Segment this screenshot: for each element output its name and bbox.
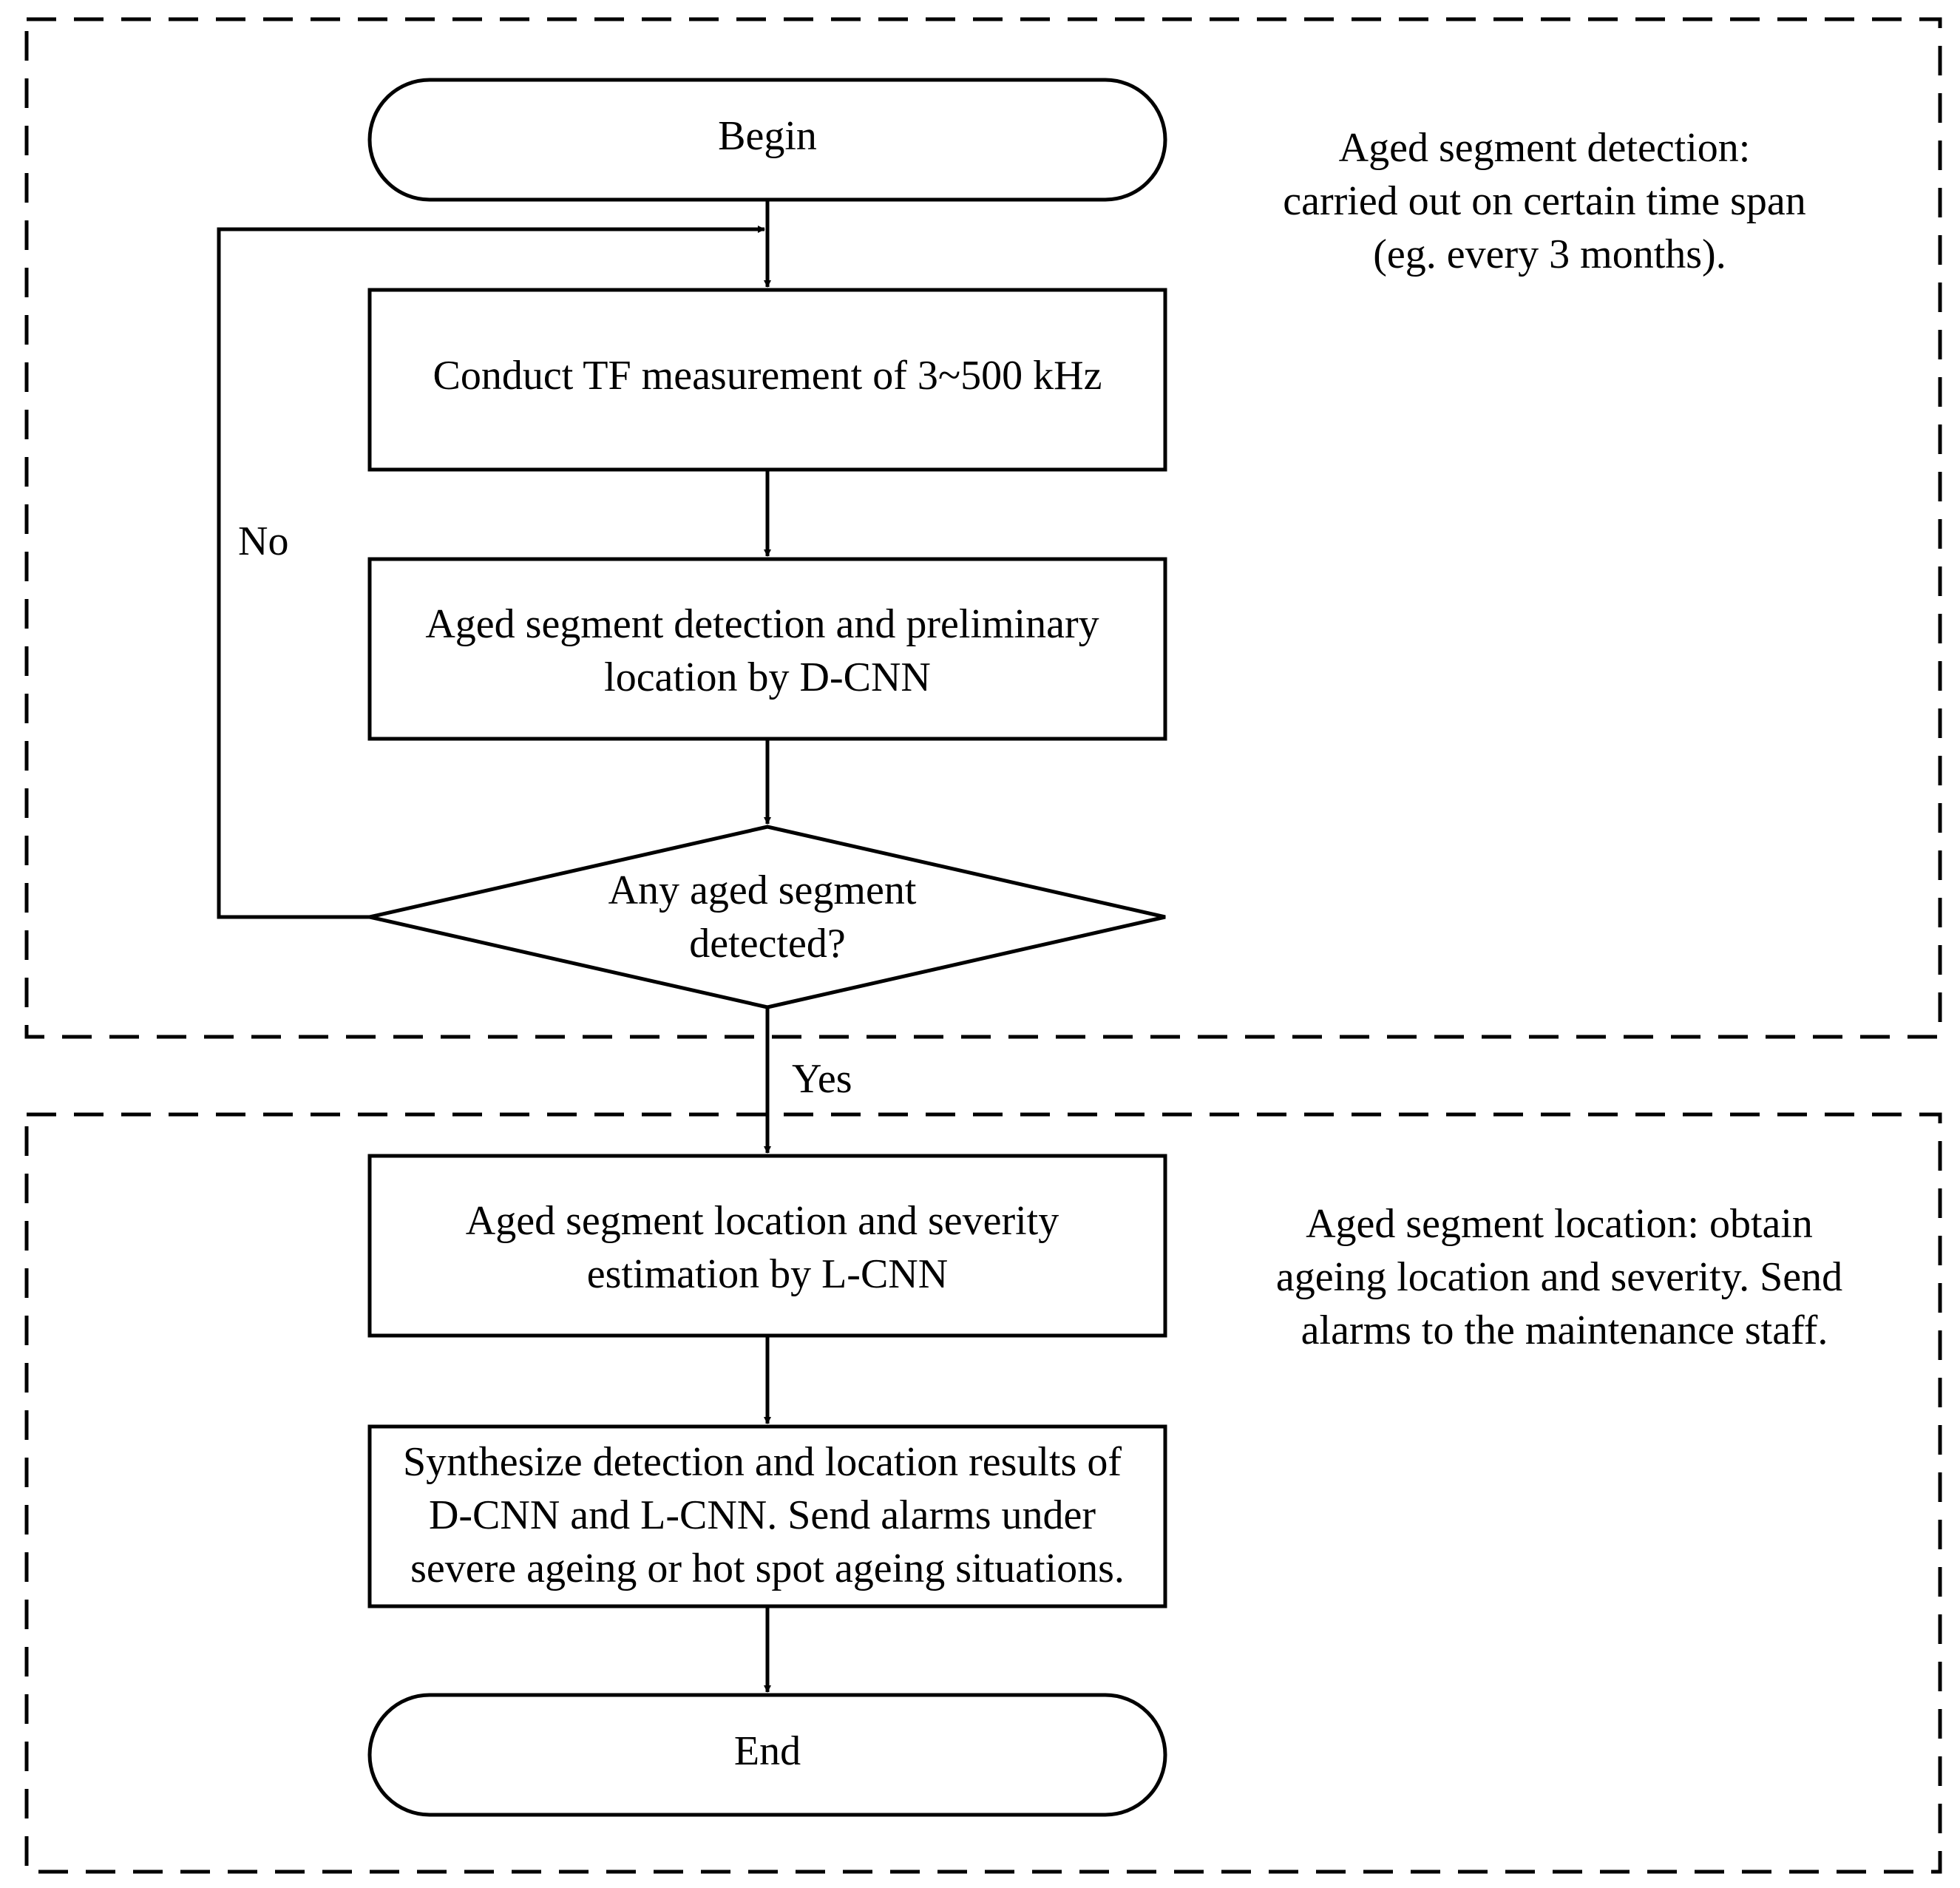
decision-line-2: detected? bbox=[689, 921, 845, 967]
synthesize-results-box bbox=[367, 1424, 1167, 1608]
dcnn-detection-line-1: Aged segment detection and preliminary bbox=[425, 601, 1099, 647]
tf-measurement-box bbox=[367, 288, 1167, 472]
dcnn-detection-box bbox=[367, 557, 1167, 741]
lcnn-location-text: Aged segment location and severity estim… bbox=[466, 1198, 1069, 1297]
synthesize-line-2: D-CNN and L-CNN. Send alarms under bbox=[429, 1492, 1096, 1538]
aged-segment-decision bbox=[369, 825, 1166, 1009]
synthesize-line-3: severe ageing or hot spot ageing situati… bbox=[410, 1546, 1125, 1591]
lcnn-location-line-2: estimation by L-CNN bbox=[587, 1251, 948, 1297]
location-note-line-2: ageing location and severity. Send bbox=[1276, 1254, 1842, 1300]
location-section-note: Aged segment location: obtain ageing loc… bbox=[1276, 1201, 1853, 1353]
detection-note-line-3: (eg. every 3 months). bbox=[1373, 231, 1726, 277]
decision-text: Any aged segment detected? bbox=[608, 867, 927, 967]
dcnn-detection-text: Aged segment detection and preliminary l… bbox=[425, 601, 1109, 700]
synthesize-line-1: Synthesize detection and location result… bbox=[403, 1439, 1122, 1485]
detection-section-note: Aged segment detection: carried out on c… bbox=[1283, 125, 1817, 277]
lcnn-location-line-1: Aged segment location and severity bbox=[466, 1198, 1059, 1244]
tf-measurement-text: Conduct TF measurement of 3~500 kHz bbox=[433, 353, 1102, 399]
end-terminator bbox=[367, 1693, 1167, 1817]
arrow-no-loop bbox=[217, 226, 765, 919]
detection-note-line-1: Aged segment detection: bbox=[1339, 125, 1751, 171]
location-note-line-1: Aged segment location: obtain bbox=[1306, 1201, 1813, 1247]
begin-label: Begin bbox=[718, 113, 817, 159]
detection-note-line-2: carried out on certain time span bbox=[1283, 178, 1806, 224]
dcnn-detection-line-2: location by D-CNN bbox=[604, 654, 931, 700]
no-branch-label: No bbox=[238, 518, 288, 564]
location-note-line-3: alarms to the maintenance staff. bbox=[1301, 1307, 1828, 1353]
lcnn-location-box bbox=[367, 1154, 1167, 1338]
decision-line-1: Any aged segment bbox=[608, 867, 917, 913]
location-section-frame bbox=[24, 1112, 1942, 1874]
detection-section-frame bbox=[24, 17, 1942, 1039]
end-label: End bbox=[734, 1728, 801, 1774]
synthesize-results-text: Synthesize detection and location result… bbox=[403, 1439, 1132, 1591]
yes-branch-label: Yes bbox=[792, 1056, 852, 1102]
tf-measurement-line-1: Conduct TF measurement of 3~500 kHz bbox=[433, 353, 1102, 399]
